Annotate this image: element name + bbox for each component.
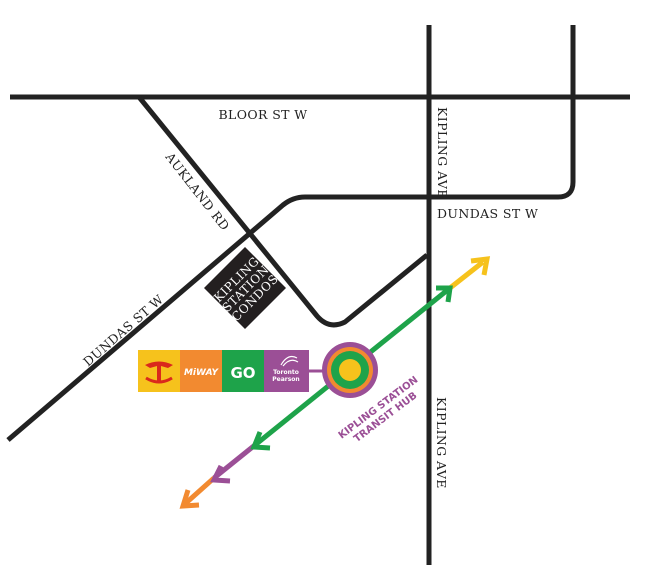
go-badge (222, 350, 264, 392)
aukland-rd-label: AUKLAND RD (162, 149, 233, 234)
miway-logo-icon: MiWAY (184, 368, 220, 378)
green-arrow-down-icon (250, 431, 271, 451)
green-arrow-icon (436, 285, 453, 303)
aukland-rd-road (137, 95, 429, 328)
dundas-st-w-label-right: DUNDAS ST W (437, 206, 538, 221)
road-network (6, 25, 630, 565)
pearson-text-line2: Pearson (272, 376, 299, 383)
orange-route-line (184, 476, 216, 505)
pearson-badge (264, 350, 309, 392)
purple-route-line (212, 443, 257, 480)
transit-hub-marker (309, 342, 378, 398)
yellow-route-line (448, 260, 485, 290)
orange-arrow-icon (179, 489, 200, 509)
hub-core-yellow (339, 359, 361, 381)
pearson-text-line1: Toronto (273, 369, 299, 376)
condo-marker: KIPLING STATION CONDOS (203, 246, 287, 330)
dundas-st-w-road (6, 25, 576, 442)
ttc-logo-icon (145, 361, 173, 384)
bloor-st-w-label: BLOOR ST W (218, 107, 307, 122)
transit-badges: MiWAY GO Toronto Pearson (138, 350, 309, 392)
kipling-ave-label-top: KIPLING AVE (435, 107, 450, 199)
yellow-arrow-icon (470, 256, 491, 276)
pearson-logo-icon (280, 355, 299, 367)
go-logo-icon: GO (230, 364, 255, 382)
miway-badge (180, 350, 222, 392)
kipling-ave-label-bottom: KIPLING AVE (434, 397, 449, 489)
street-labels: BLOOR ST W KIPLING AVE DUNDAS ST W AUKLA… (80, 107, 538, 489)
purple-arrow-icon (210, 464, 231, 484)
